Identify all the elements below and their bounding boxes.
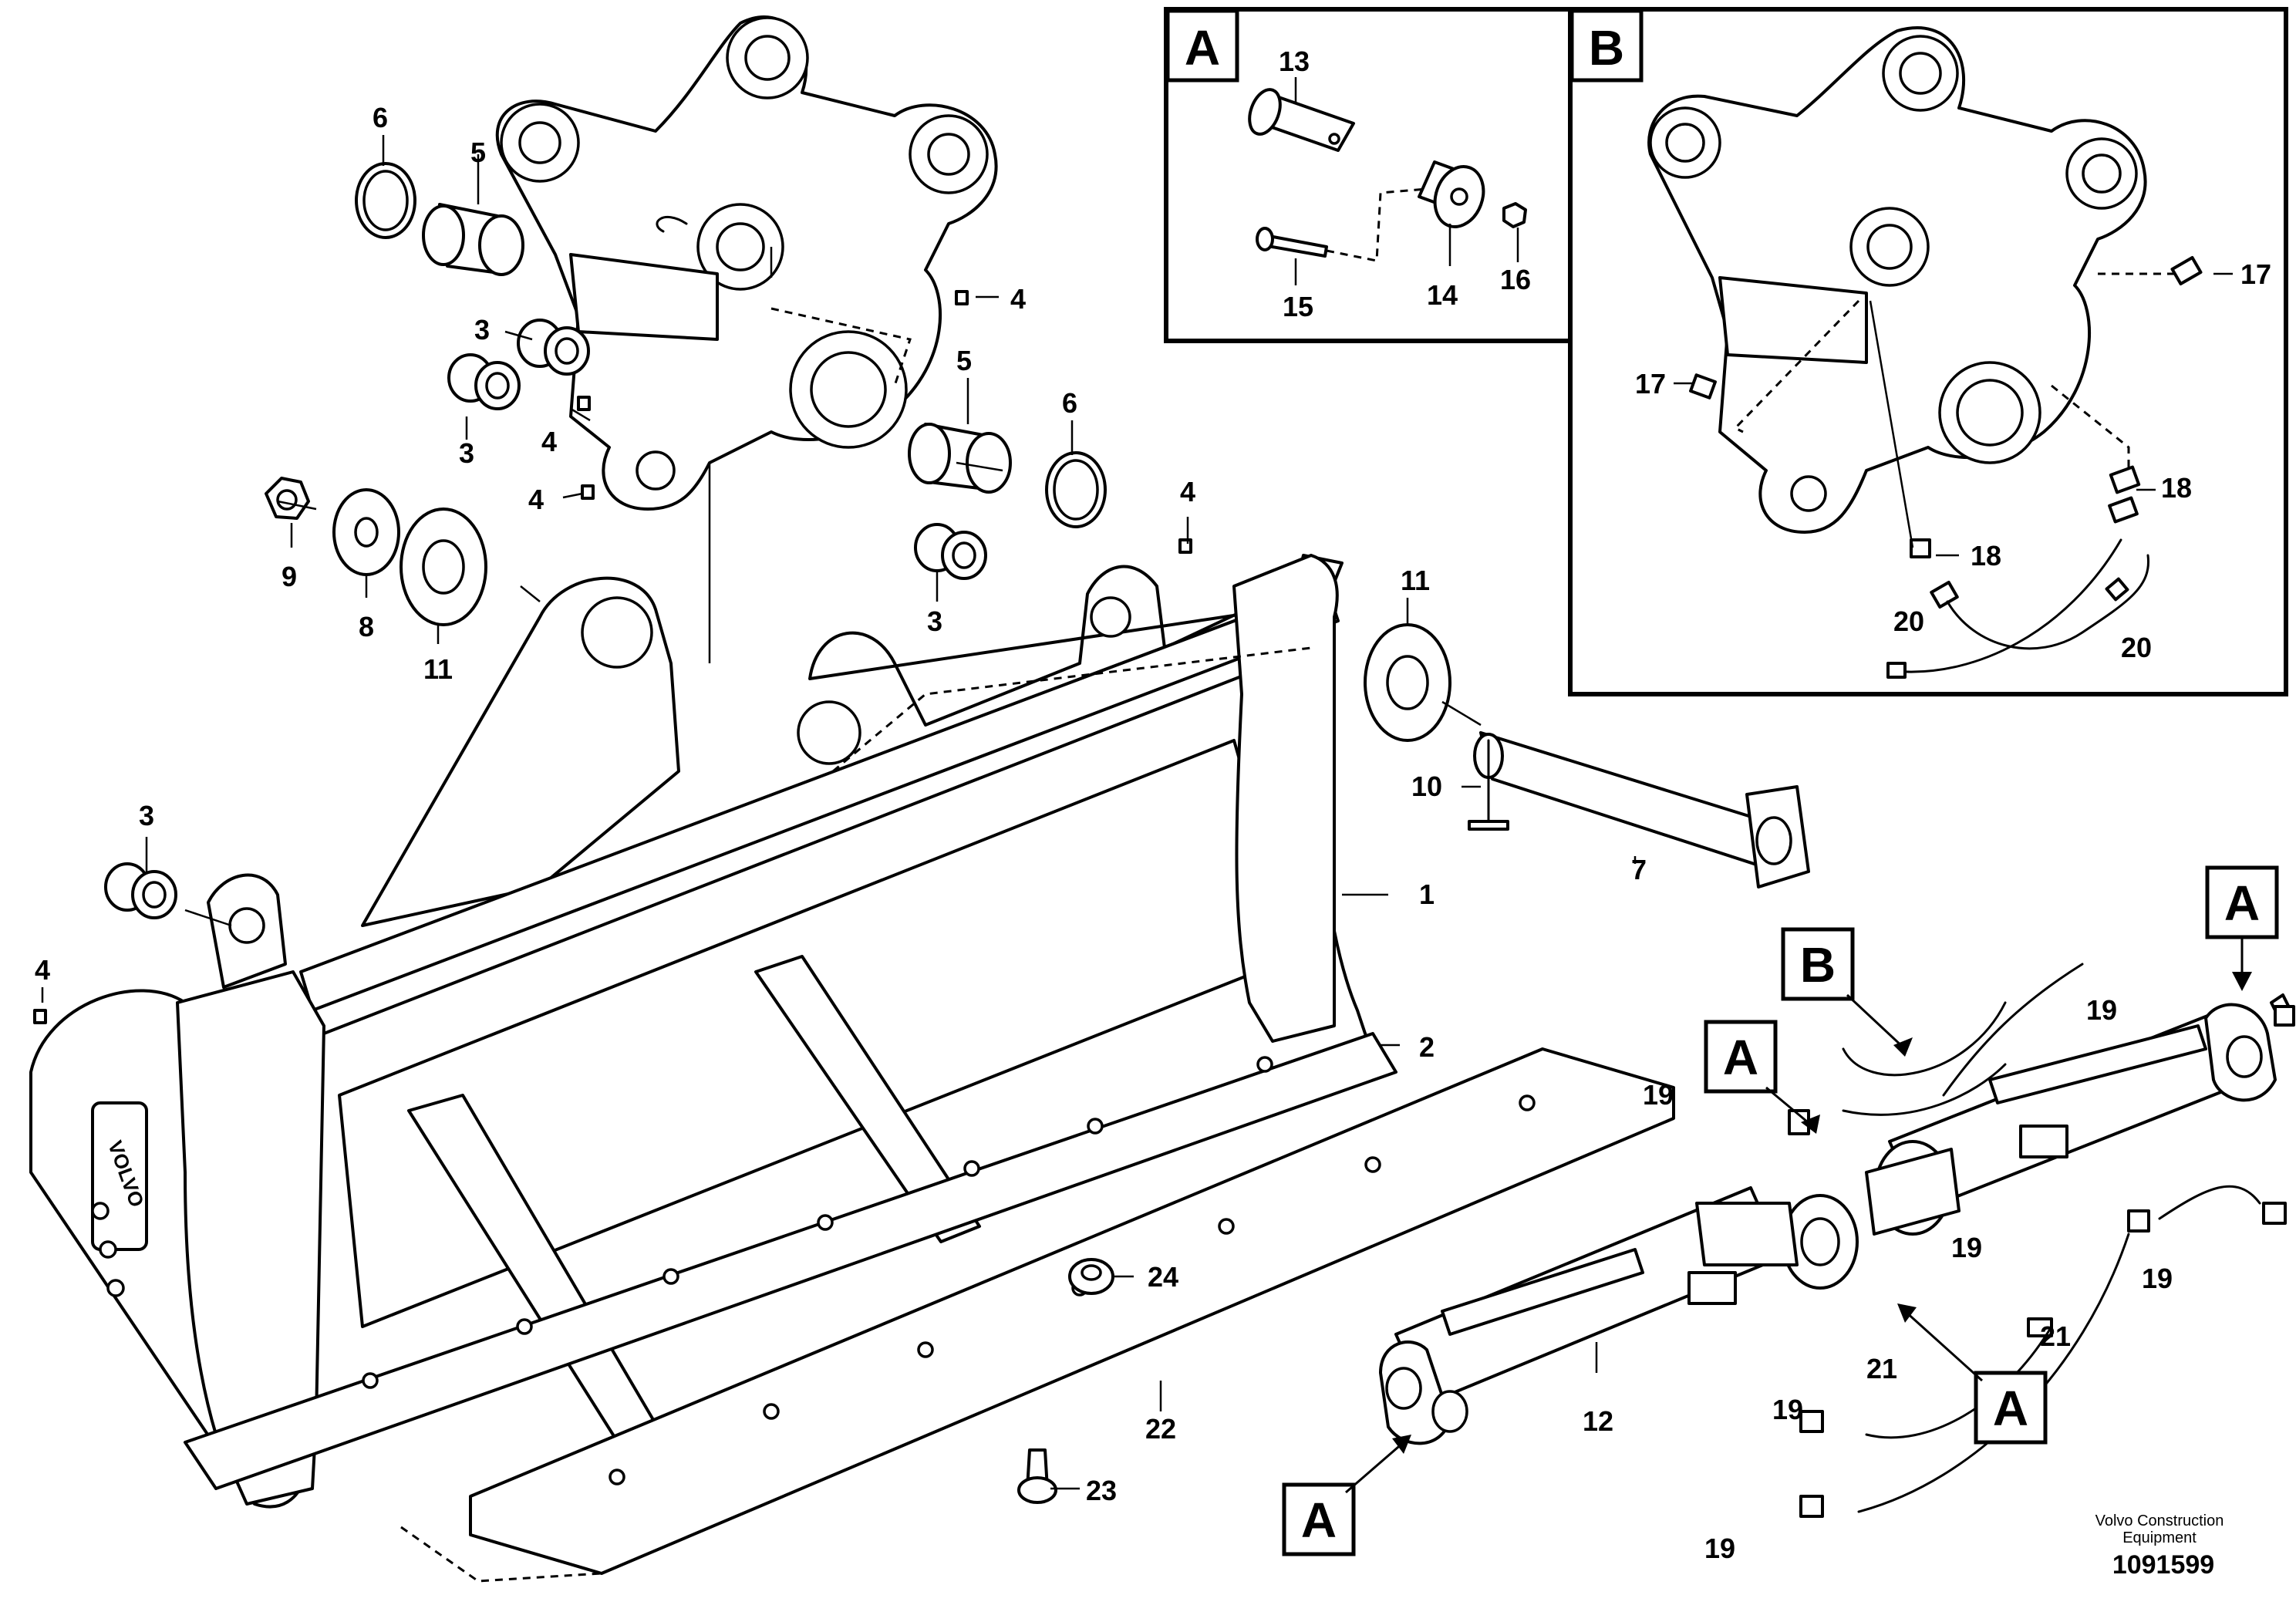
bushing-3-d [104,862,177,919]
cylinder-12-upper [1865,1003,2277,1236]
callout-5-lower: 5 [956,345,972,376]
detail-references: B A A A A [1282,865,2279,1556]
callout-17-right: 17 [2240,258,2271,290]
callout-1: 1 [1419,878,1435,910]
callout-8: 8 [359,611,374,642]
fittings-19 [1788,993,2295,1518]
callout-3-mid: 3 [927,605,942,637]
callout-20-left: 20 [1893,605,1924,637]
pin-7 [1473,731,1810,889]
callout-16: 16 [1500,264,1531,295]
callout-21-b: 21 [2040,1320,2071,1352]
callout-22: 22 [1145,1413,1176,1445]
callout-19-f: 19 [1704,1533,1735,1564]
bolt-15 [1256,227,1328,258]
inset-b-parts: 17 17 18 18 20 20 [1635,26,2271,679]
callout-6-lower: 6 [1062,387,1077,419]
inset-b-letter-box [1569,8,1644,83]
coupler-bracket-inset [1647,26,2147,534]
o-ring-6-lower [1045,451,1107,528]
washer-8 [332,488,400,576]
callout-21-a: 21 [1866,1353,1897,1384]
callout-23: 23 [1086,1475,1117,1506]
inset-a-letter: A [1185,20,1220,76]
callout-3-upper: 3 [474,314,490,346]
cylinder-12-lower [1379,1186,1859,1445]
callout-3-left: 3 [459,437,474,469]
spacer-14 [1418,160,1485,228]
ref-box-a-bottom-left [1282,1482,1356,1556]
callout-10: 10 [1411,771,1442,802]
ref-box-a-top [1704,1020,1778,1094]
credit-line-2: Equipment [2122,1529,2197,1546]
coupler-bracket [495,15,998,511]
callout-19-e: 19 [1772,1394,1803,1425]
hoses-20-inset [1886,538,2150,679]
callout-6-upper: 6 [373,102,388,133]
fittings-inset [1689,255,2203,609]
pin-13 [1248,88,1355,152]
callout-24: 24 [1148,1261,1178,1293]
bucket-1: VOLVO [29,554,1374,1509]
inset-a-parts: 13 14 16 15 [1248,46,1531,322]
callout-19-c: 19 [1951,1232,1982,1263]
inset-frames: A B [1164,7,2288,696]
inset-b-letter: B [1589,20,1624,76]
bushing-5-upper [422,203,524,276]
nut-16 [1502,202,1527,228]
inset-a-letter-box [1165,8,1239,83]
bolt-23 [1017,1448,1057,1504]
callout-17-left: 17 [1635,368,1666,400]
callout-11-right: 11 [1401,565,1430,596]
callout-12: 12 [1583,1405,1613,1437]
callout-leaders [41,135,1637,1490]
callouts: 6 5 4 5 6 3 3 4 4 4 3 9 8 11 11 10 7 1 2… [35,102,2173,1564]
callout-11-left: 11 [423,653,453,685]
nut-24 [1068,1258,1114,1295]
ref-box-b [1781,927,1855,1001]
ref-letter-a-top: A [1723,1030,1758,1085]
callout-4-right: 4 [1180,476,1195,508]
washer-11-left [400,508,487,626]
edge-segment-22 [469,1047,1675,1575]
publisher-credit: Volvo Construction Equipment 1091599 [2095,1512,2224,1580]
callout-4-low: 4 [528,484,544,515]
lock-bolt-10 [1468,739,1509,831]
document-number: 1091599 [2112,1550,2214,1580]
callout-19-a: 19 [2086,994,2117,1026]
bushing-3-a [517,319,590,376]
cutting-edge-2 [184,1032,1397,1490]
callout-5-upper: 5 [470,137,486,168]
ref-box-a-bottom-right [1974,1371,2048,1445]
washer-11-right [1364,623,1451,742]
callout-18-lower: 18 [1971,540,2001,572]
callout-2: 2 [1419,1031,1435,1063]
callout-14: 14 [1427,279,1458,311]
ref-letter-a-bottom-right: A [1993,1381,2028,1436]
ref-letter-a-right: A [2224,875,2260,931]
grease-nipples-4 [33,290,1192,1024]
callout-4-mid: 4 [541,426,557,457]
callout-20-right: 20 [2121,632,2152,663]
callout-18-upper: 18 [2161,472,2192,504]
callout-19-b: 19 [1643,1079,1674,1111]
ref-letter-b: B [1800,937,1836,993]
callout-4-lower-left: 4 [35,954,50,986]
callout-3-lower: 3 [139,800,154,831]
nut-9 [265,477,310,520]
callout-9: 9 [282,561,297,592]
inset-b-frame [1568,7,2288,696]
bushing-3-c [914,523,987,580]
bushing-5-lower [908,423,1012,494]
bushing-3-b [447,353,521,410]
callout-19-d: 19 [2142,1263,2173,1294]
callout-15: 15 [1283,291,1313,322]
callout-13: 13 [1279,46,1310,77]
callout-4-top: 4 [1010,283,1026,315]
o-ring-6-upper [355,162,416,239]
credit-line-1: Volvo Construction [2095,1512,2224,1529]
callout-7: 7 [1631,854,1647,885]
ref-letter-a-bottom-left: A [1301,1492,1337,1548]
